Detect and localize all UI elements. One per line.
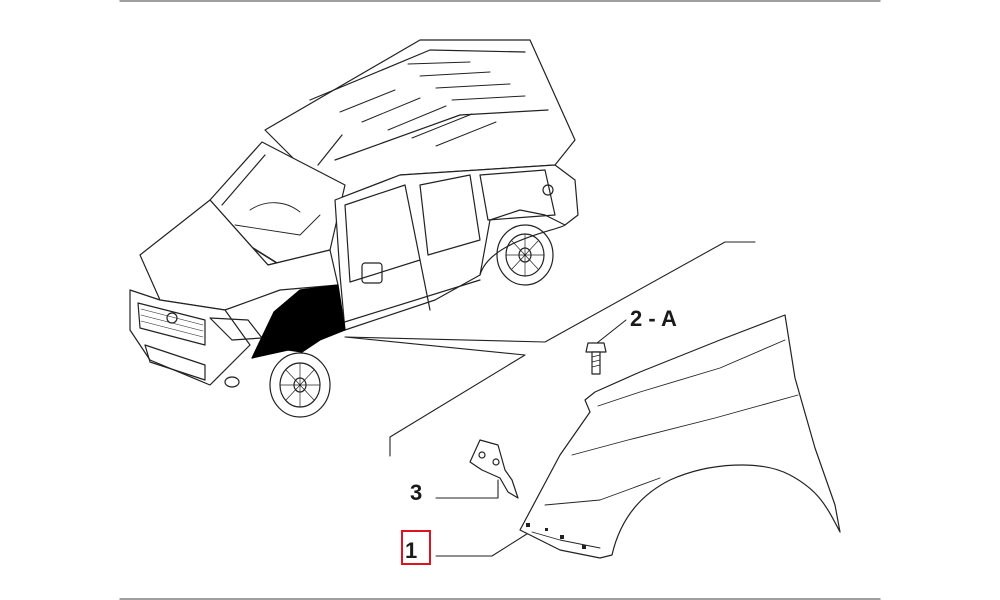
interior-seats [234,214,321,236]
rear-wheel-arch [479,224,566,276]
body-side [334,164,579,331]
a-pillar-left [221,154,266,206]
fender-crease-mid [571,394,799,456]
leader-fender-upper [344,241,756,343]
fender-mounting-holes [526,523,586,549]
bracket-part [469,439,519,499]
front-fender-highlight [251,284,346,359]
highlight-box [401,530,431,565]
door-seam [419,259,431,311]
fender-outline [519,314,841,559]
fender-bottom-flange [531,531,601,549]
leader-fender-lower [344,336,526,457]
front-wheel [269,352,331,418]
callout-label-1: 1 [405,538,418,563]
leader-part-1 [435,531,531,557]
front-grille [137,302,206,346]
rear-wheel [496,224,554,286]
lower-grille [144,344,206,381]
rear-side-window [479,169,556,221]
sliding-door-window [419,174,481,256]
fuel-cap [542,184,554,196]
fender-crease-lower [544,477,661,506]
fender-part [519,314,841,559]
callout-label-2a: 2 - A [630,306,677,331]
leader-lines [344,241,756,557]
brand-badge [166,312,178,324]
roof-rail-right [334,109,549,161]
antenna [317,134,343,166]
steering-wheel [249,202,301,213]
side-mirror [361,262,383,284]
sill-line [334,279,481,326]
roof-rail-left [309,49,526,101]
bolt-part [585,342,607,375]
leader-part-2a [596,319,627,344]
callout-label-3: 3 [410,480,423,505]
leader-part-3 [435,479,499,499]
fender-crease-upper [597,339,786,407]
vehicle-illustration [129,39,579,418]
roof-ribs [339,61,526,147]
fog-light [224,376,240,388]
